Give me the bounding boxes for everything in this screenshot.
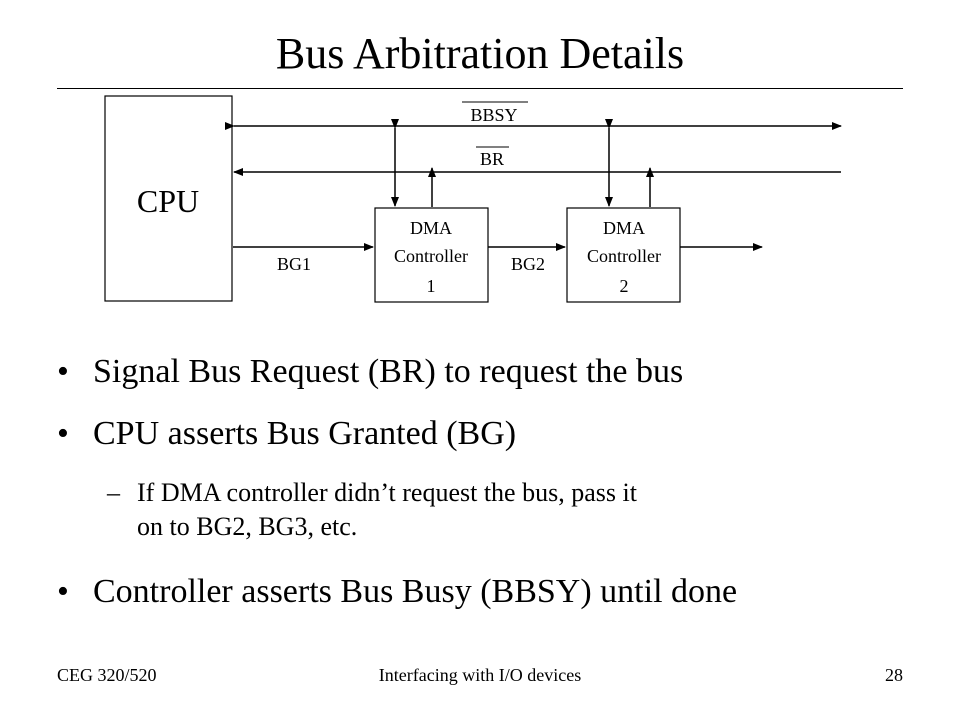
footer-course: CEG 320/520 [57, 665, 157, 685]
dma-controller-2-box [566, 207, 681, 303]
cpu-box [104, 95, 233, 302]
bullet-text: Controller asserts Bus Busy (BBSY) until… [93, 573, 738, 610]
dma-controller-2-line3: 2 [620, 276, 629, 296]
footer-page-number: 28 [885, 665, 903, 685]
bbsy-label: BBSY [470, 105, 517, 125]
bullet-dot: • [57, 573, 69, 610]
bus-arbitration-diagram: CPU BBSY BR DMA Controller 1 DMA Control… [104, 95, 842, 303]
bullet-dot: • [57, 415, 69, 452]
bg2-label: BG2 [511, 254, 545, 274]
dma-controller-2-line2: Controller [587, 246, 661, 266]
title-divider [57, 88, 903, 89]
slide-title: Bus Arbitration Details [275, 29, 685, 78]
bg1-label: BG1 [277, 254, 311, 274]
dma-controller-1-line3: 1 [427, 276, 436, 296]
sub-bullet-line2: on to BG2, BG3, etc. [137, 512, 358, 541]
sub-bullet-line1: If DMA controller didn’t request the bus… [137, 478, 637, 507]
bullet-item: • Signal Bus Request (BR) to request the … [57, 352, 683, 392]
dma-controller-2-line1: DMA [603, 218, 645, 238]
bullet-text: Signal Bus Request (BR) to request the b… [93, 353, 684, 390]
br-label: BR [480, 149, 504, 169]
footer-title: Interfacing with I/O devices [378, 665, 582, 685]
sub-bullet-dash: – [107, 478, 120, 507]
cpu-label: CPU [137, 183, 199, 219]
dma-controller-1-line2: Controller [394, 246, 468, 266]
bullet-item: • CPU asserts Bus Granted (BG) [57, 414, 516, 454]
bullet-text: CPU asserts Bus Granted (BG) [93, 415, 517, 452]
dma-controller-1-line1: DMA [410, 218, 452, 238]
sub-bullet: –If DMA controller didn’t request the bu… [107, 476, 637, 544]
dma-controller-1-box [374, 207, 489, 303]
bullet-dot: • [57, 353, 69, 390]
bullet-item: • Controller asserts Bus Busy (BBSY) unti… [57, 572, 737, 612]
